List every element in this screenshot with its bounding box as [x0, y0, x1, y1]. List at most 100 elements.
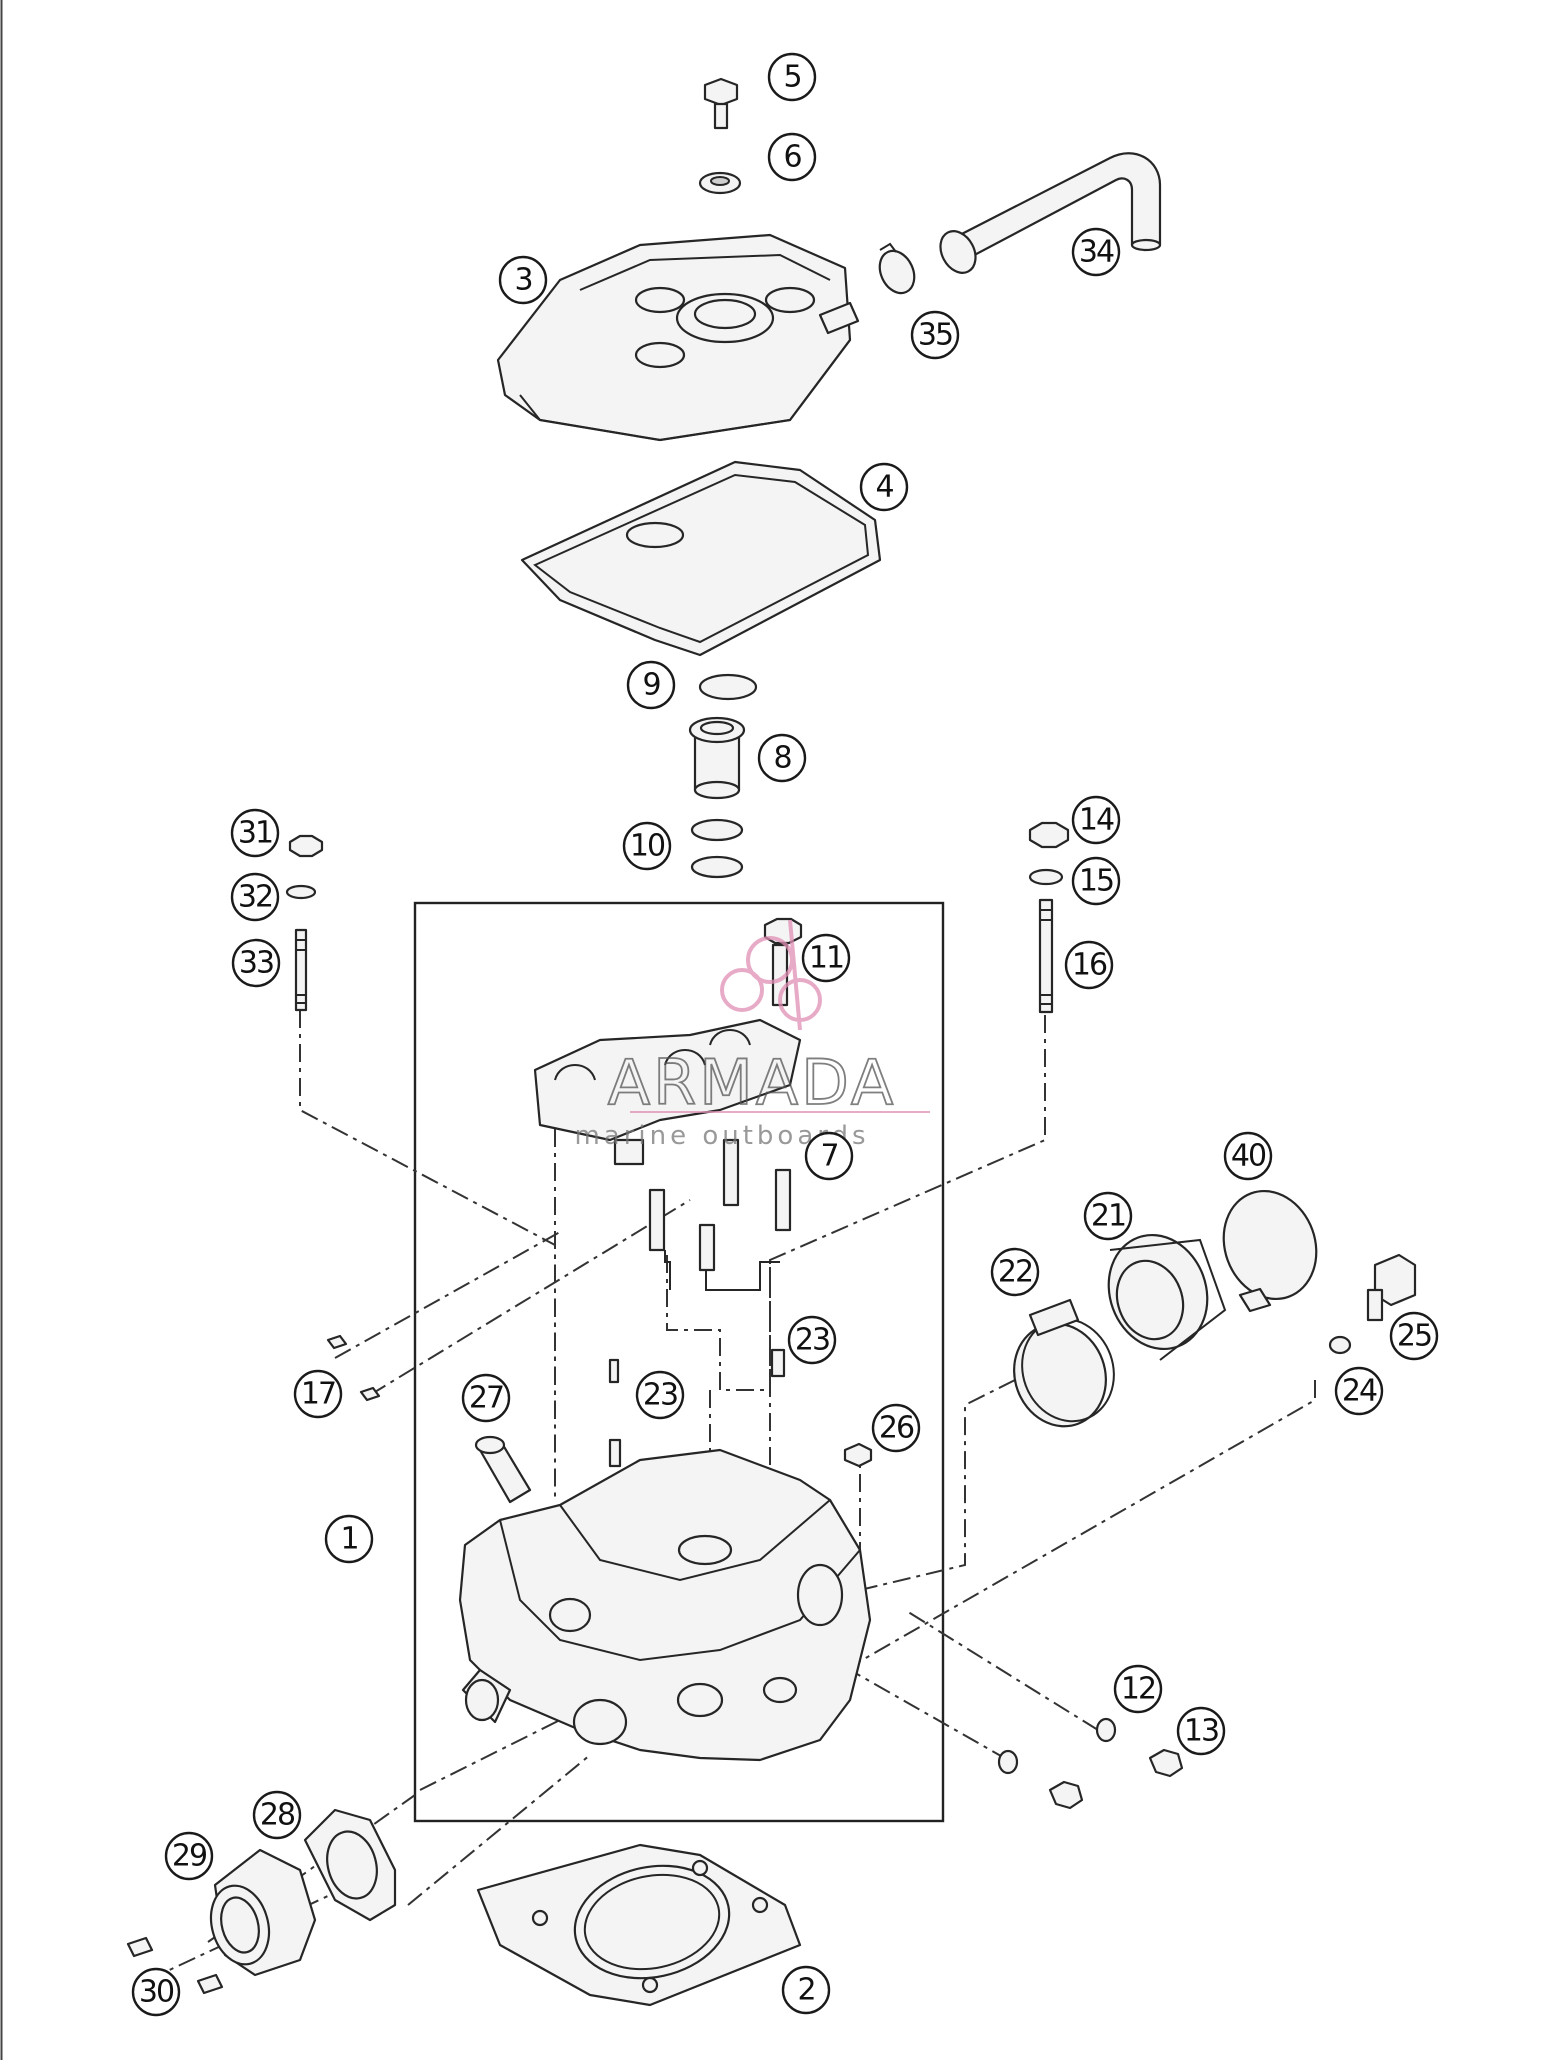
callout-1: 1	[324, 1514, 374, 1564]
nut-14	[1028, 821, 1070, 849]
svg-text:34: 34	[1079, 235, 1114, 270]
callout-23b: 23	[787, 1315, 837, 1365]
svg-text:8: 8	[773, 741, 791, 776]
callout-16: 16	[1064, 940, 1114, 990]
fitting-27	[474, 1435, 532, 1504]
callout-30: 30	[131, 1967, 181, 2017]
svg-text:31: 31	[238, 816, 272, 851]
callout-34: 34	[1071, 227, 1121, 277]
svg-text:1: 1	[340, 1522, 357, 1557]
callout-24: 24	[1334, 1366, 1384, 1416]
svg-text:4: 4	[875, 470, 893, 505]
stud-16	[1038, 898, 1054, 1014]
svg-text:24: 24	[1342, 1374, 1377, 1409]
callout-25: 25	[1389, 1311, 1439, 1361]
svg-text:17: 17	[301, 1377, 335, 1412]
svg-text:40: 40	[1231, 1139, 1266, 1174]
plug-26	[843, 1442, 873, 1468]
valve-guides-7	[648, 1138, 792, 1291]
svg-text:33: 33	[239, 946, 273, 981]
screw-17a	[326, 1334, 348, 1350]
callout-28: 28	[252, 1790, 302, 1840]
camshaft-bridge	[533, 1018, 802, 1166]
plug-13b	[1048, 1780, 1084, 1810]
svg-text:25: 25	[1397, 1319, 1431, 1354]
callout-22: 22	[990, 1247, 1040, 1297]
callout-15: 15	[1071, 856, 1121, 906]
washer-24	[1328, 1335, 1352, 1355]
dowel-pin-23a	[608, 1358, 620, 1384]
spark-plug-tube-8	[688, 716, 746, 800]
o-ring-12b	[997, 1749, 1019, 1775]
screw-30a	[126, 1936, 154, 1958]
callout-29: 29	[164, 1831, 214, 1881]
svg-text:21: 21	[1091, 1199, 1125, 1234]
plug-13a	[1148, 1748, 1184, 1778]
callout-10: 10	[622, 821, 672, 871]
svg-text:28: 28	[260, 1798, 295, 1833]
nut-31	[288, 834, 324, 858]
callout-17: 17	[293, 1369, 343, 1419]
hose-clamp-35	[878, 242, 916, 295]
callout-4: 4	[859, 462, 909, 512]
watermark-brand: ARMADA	[608, 1046, 896, 1119]
washer-32	[285, 884, 317, 900]
bolt-5	[703, 77, 739, 130]
callout-35: 35	[910, 310, 960, 360]
valve-cover-3	[496, 233, 860, 442]
callout-31: 31	[230, 808, 280, 858]
callout-33: 33	[231, 938, 281, 988]
svg-text:15: 15	[1079, 864, 1113, 899]
watermark-logo-icon	[720, 919, 822, 1031]
svg-text:2: 2	[797, 1973, 814, 2008]
svg-text:14: 14	[1079, 803, 1114, 838]
callout-7: 7	[804, 1131, 854, 1181]
o-ring-10b	[690, 855, 744, 879]
washer-15	[1028, 868, 1064, 886]
callout-9: 9	[626, 660, 676, 710]
callout-6: 6	[767, 132, 817, 182]
callout-13: 13	[1176, 1706, 1226, 1756]
head-gasket-2	[476, 1843, 802, 2007]
dowel-pin-23c	[770, 1348, 786, 1378]
svg-text:5: 5	[783, 60, 800, 95]
svg-text:26: 26	[879, 1411, 914, 1446]
assembly-lines	[147, 1010, 1316, 1981]
intake-boot-21	[1107, 1233, 1227, 1361]
callout-14: 14	[1071, 795, 1121, 845]
svg-text:7: 7	[820, 1139, 837, 1174]
svg-text:11: 11	[809, 941, 843, 976]
svg-text:22: 22	[998, 1255, 1032, 1290]
callout-21: 21	[1083, 1191, 1133, 1241]
seal-ring-9	[698, 673, 758, 701]
callout-40: 40	[1223, 1131, 1273, 1181]
dowel-pin-23b	[608, 1438, 622, 1468]
svg-text:13: 13	[1184, 1714, 1218, 1749]
callout-32: 32	[230, 872, 280, 922]
hose-clamp-22	[1013, 1298, 1115, 1428]
valve-cover-gasket-4	[520, 460, 882, 657]
callout-26: 26	[871, 1403, 921, 1453]
callout-11: 11	[801, 933, 851, 983]
svg-text:10: 10	[630, 829, 665, 864]
o-ring-10a	[690, 818, 744, 842]
svg-text:6: 6	[783, 140, 801, 175]
cylinder-head-group-frame	[413, 901, 945, 1823]
callout-5: 5	[767, 52, 817, 102]
svg-text:23: 23	[643, 1378, 677, 1413]
svg-text:23: 23	[795, 1323, 829, 1358]
svg-text:9: 9	[642, 668, 659, 703]
svg-text:12: 12	[1121, 1672, 1155, 1707]
svg-text:35: 35	[918, 318, 952, 353]
callout-27: 27	[461, 1373, 511, 1423]
svg-text:30: 30	[139, 1975, 174, 2010]
temperature-sensor-25	[1366, 1253, 1417, 1322]
svg-text:29: 29	[172, 1839, 206, 1874]
callout-12: 12	[1113, 1664, 1163, 1714]
cylinder-head-1	[458, 1448, 872, 1762]
clamp-40	[1222, 1189, 1318, 1313]
screw-17b	[359, 1386, 381, 1402]
callout-23a: 23	[635, 1370, 685, 1420]
intake-manifold-29	[209, 1848, 317, 1977]
